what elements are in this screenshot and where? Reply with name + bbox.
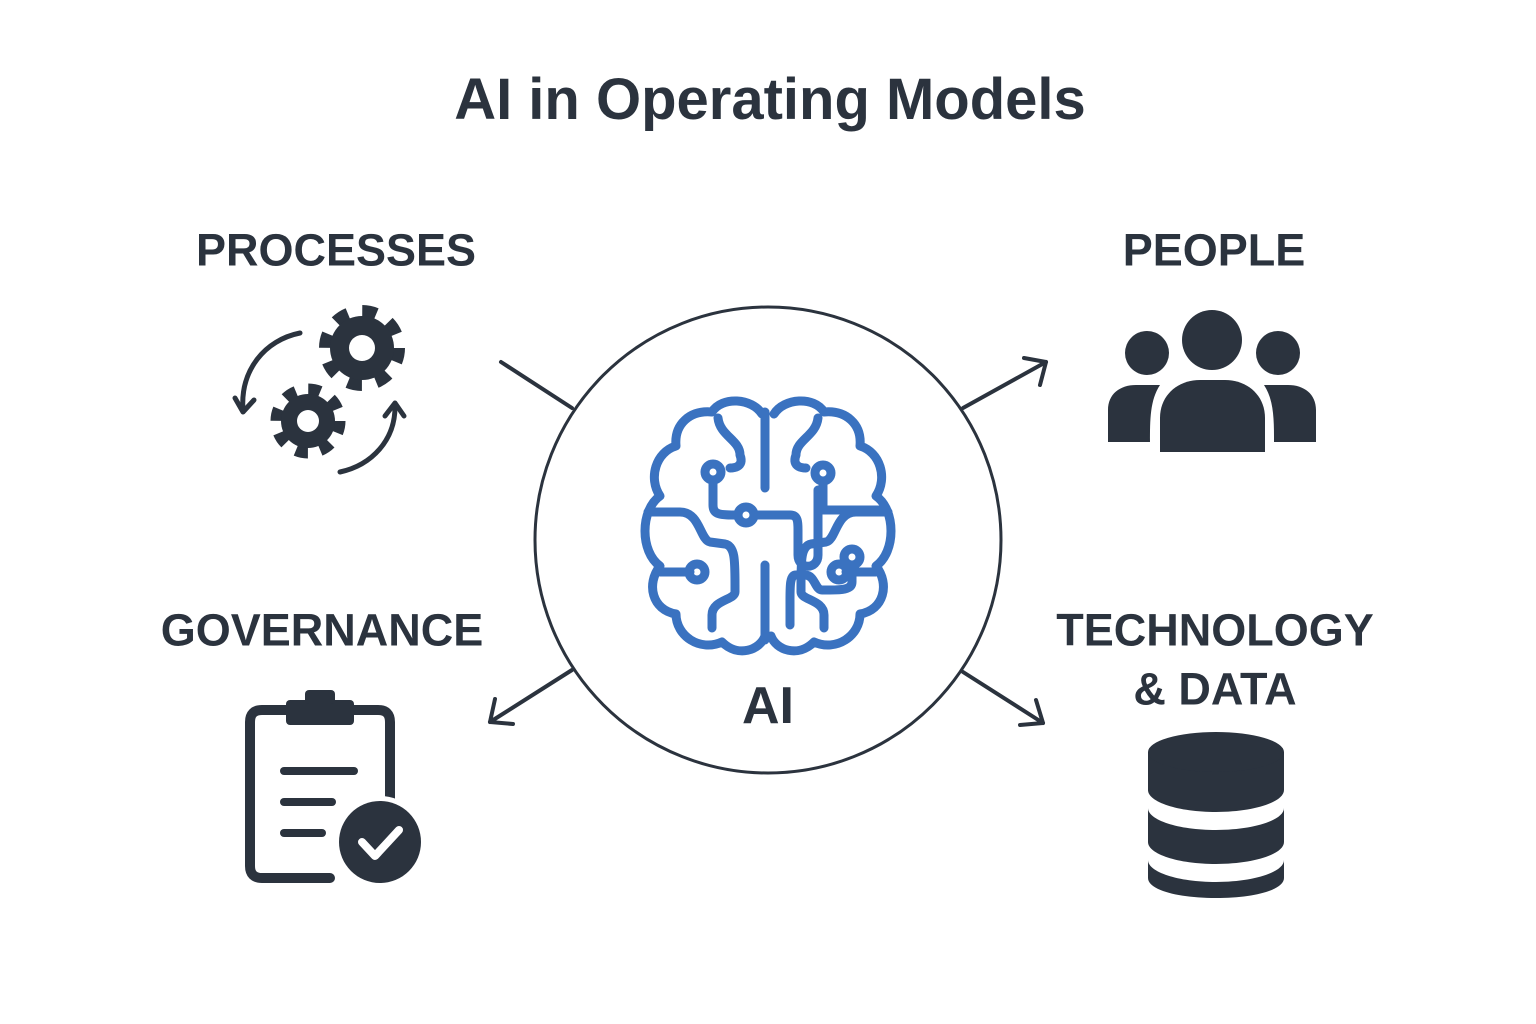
cycle-arrow-left-icon — [240, 330, 303, 413]
label-governance: GOVERNANCE — [160, 604, 484, 656]
label-data: & DATA — [1133, 663, 1297, 715]
connector-technology-arrow — [961, 670, 1045, 727]
label-people: PEOPLE — [1122, 224, 1306, 276]
connector-processes — [499, 360, 574, 410]
label-technology: TECHNOLOGY — [1056, 604, 1374, 656]
database-icon — [1148, 732, 1284, 898]
gear-large-icon — [319, 305, 405, 391]
connector-people-arrow — [961, 356, 1048, 410]
label-ai: AI — [742, 677, 794, 735]
people-group-icon — [1108, 310, 1316, 452]
gears-cycle-icon — [232, 305, 407, 475]
ai-center-circle — [533, 305, 1003, 775]
connector-governance-arrow — [488, 668, 574, 726]
clipboard-check-icon — [245, 690, 426, 888]
brain-circuit-icon — [640, 401, 891, 651]
page-title: AI in Operating Models — [454, 67, 1086, 132]
label-processes: PROCESSES — [195, 224, 477, 276]
gear-small-icon — [270, 383, 346, 459]
cycle-arrow-right-icon — [337, 404, 398, 475]
